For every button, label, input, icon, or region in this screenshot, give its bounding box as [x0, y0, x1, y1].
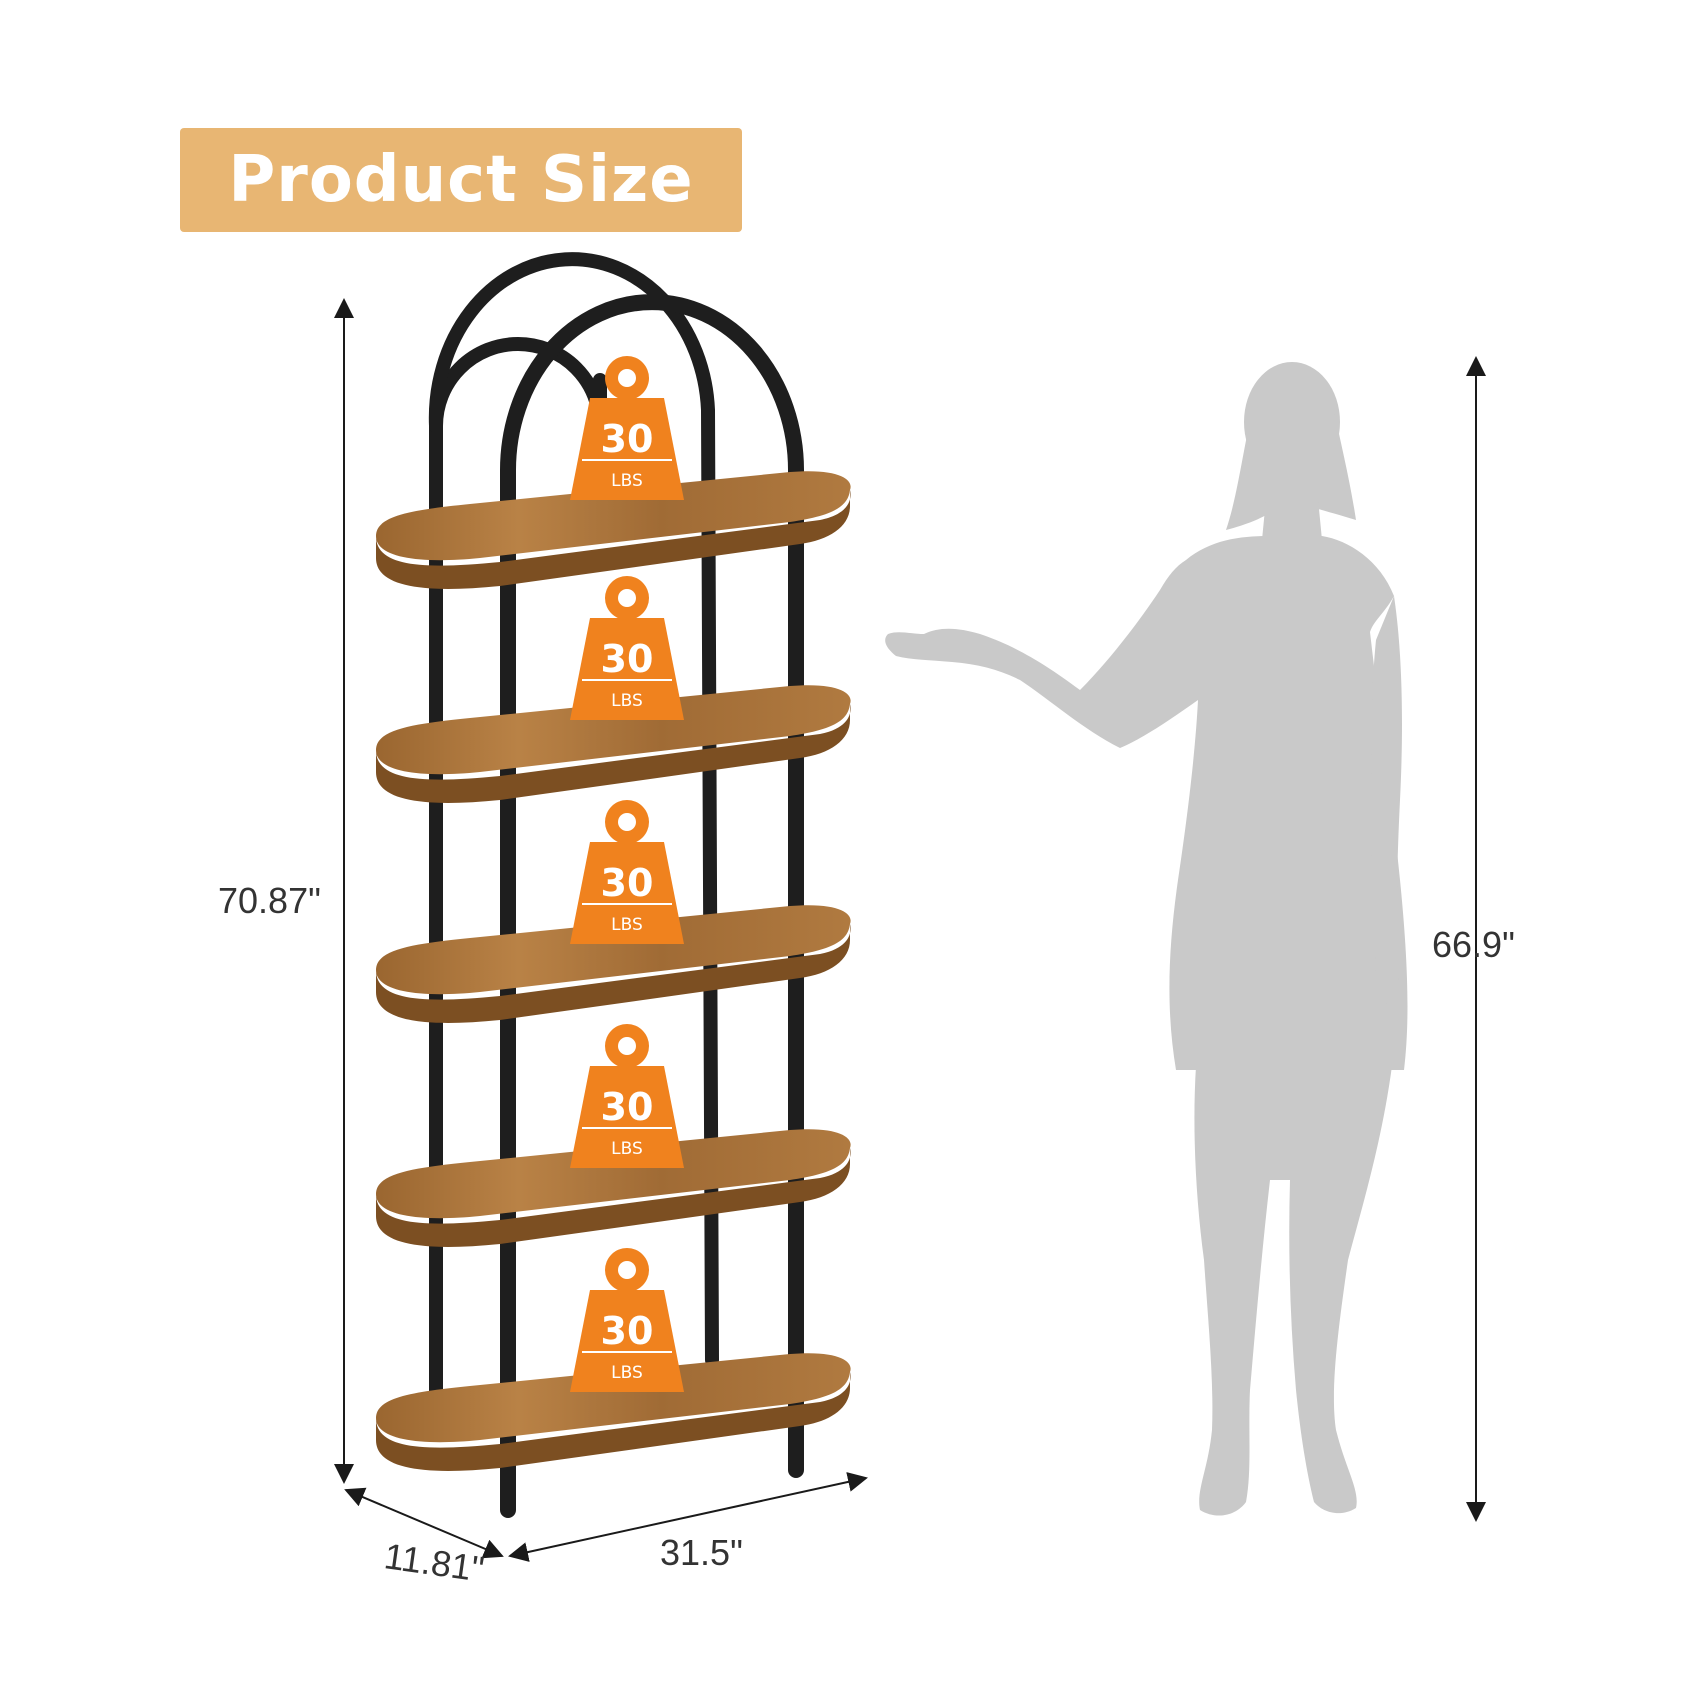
weight-unit: LBS — [611, 1363, 643, 1383]
weight-unit: LBS — [611, 915, 643, 935]
depth-arrow — [344, 1487, 504, 1559]
shelf-1 — [376, 471, 851, 589]
shelf-4 — [376, 1129, 851, 1247]
shelf-3 — [376, 905, 851, 1023]
height-label: 70.87" — [218, 880, 321, 921]
weight-value: 30 — [601, 637, 654, 681]
width-arrow — [508, 1472, 868, 1562]
weight-unit: LBS — [611, 471, 643, 491]
back-arch-frame — [428, 252, 719, 1417]
shelf-5 — [376, 1353, 851, 1471]
shelf-2 — [376, 685, 851, 803]
weight-unit: LBS — [611, 1139, 643, 1159]
person-height-label: 66.9" — [1432, 924, 1515, 965]
width-label: 31.5" — [660, 1532, 743, 1573]
banner-title: Product Size — [228, 143, 694, 217]
weight-value: 30 — [601, 417, 654, 461]
product-size-banner: Product Size — [180, 128, 742, 232]
person-silhouette — [885, 362, 1408, 1516]
weight-unit: LBS — [611, 691, 643, 711]
weight-value: 30 — [601, 861, 654, 905]
weight-value: 30 — [601, 1085, 654, 1129]
front-arch-frame — [500, 294, 804, 1518]
weight-value: 30 — [601, 1309, 654, 1353]
